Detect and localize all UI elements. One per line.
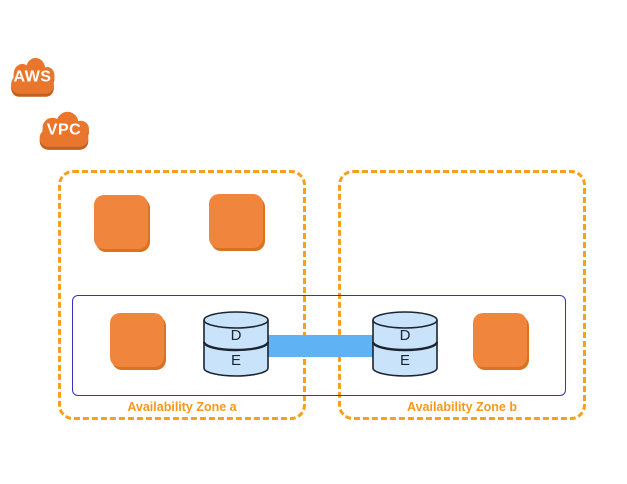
cloud-shape [11,57,55,97]
availability-zone-b-label: Availability Zone b [407,400,517,414]
db-segment-label-top: D [400,327,411,344]
aws-cloud-label: AWS [13,68,52,86]
database-cylinder-icon-zone-a: D E [203,311,269,377]
db-subnet-group-box [72,295,566,396]
aws-cloud-icon: AWS [7,56,58,101]
db-segment-label-bottom: E [400,352,410,369]
instance-icon-zone-a-2 [209,194,263,248]
db-segment-label-top: D [231,327,242,344]
vpc-cloud-label: VPC [46,122,82,140]
availability-zone-a-label: Availability Zone a [127,400,237,414]
vpc-cloud-icon: VPC [35,110,93,154]
db-replication-connector [268,335,375,357]
instance-icon-zone-a-subnet [110,313,164,367]
instance-icon-zone-b-subnet [473,313,527,367]
db-segment-label-bottom: E [231,352,241,369]
database-cylinder-icon-zone-b: D E [372,311,438,377]
instance-icon-zone-a-1 [94,195,148,249]
cloud-shape [39,111,89,150]
